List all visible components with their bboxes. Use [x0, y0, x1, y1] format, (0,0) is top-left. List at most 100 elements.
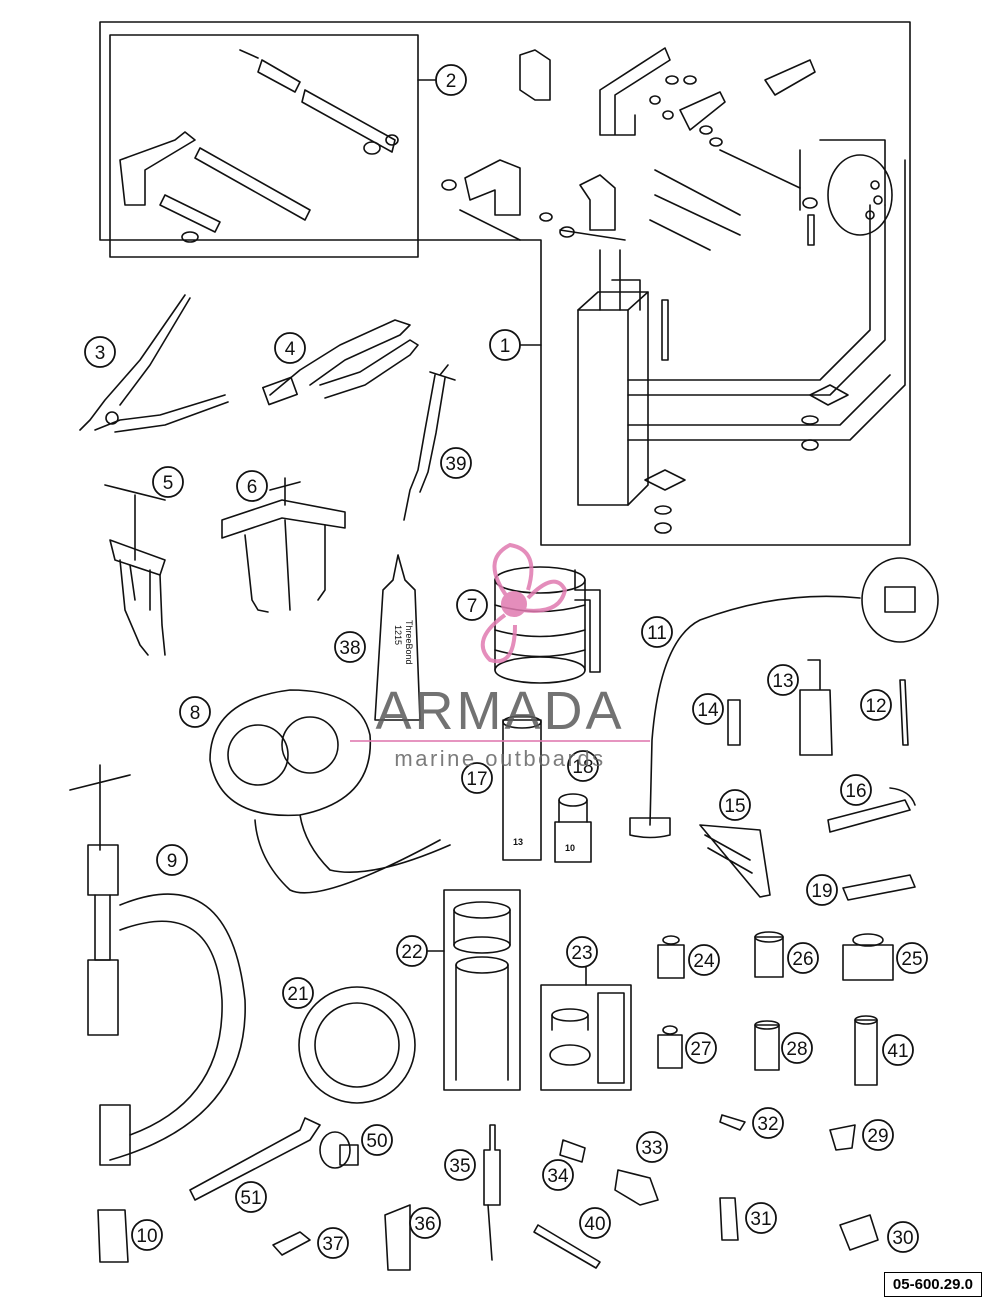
callout-circle [579, 1207, 611, 1239]
callout-circle [435, 64, 467, 96]
callout-label: 5 [163, 473, 174, 494]
callout-circle [282, 977, 314, 1009]
callout-label: 41 [887, 1041, 908, 1062]
callout-circle [752, 1107, 784, 1139]
callout-circle [688, 944, 720, 976]
sockets-drawing [502, 715, 592, 863]
callout-51: 51 [235, 1181, 267, 1213]
callout-circle [131, 1219, 163, 1251]
small-tools-drawing [699, 659, 916, 901]
ring-wrench-21-drawing [298, 986, 416, 1104]
callout-circle [767, 664, 799, 696]
callout-50: 50 [361, 1124, 393, 1156]
callout-35: 35 [444, 1149, 476, 1181]
callout-circle [236, 470, 268, 502]
callout-8: 8 [179, 696, 211, 728]
drifts-drawing [657, 931, 894, 1251]
callout-25: 25 [896, 942, 928, 974]
tube-number-label: 1215 [393, 625, 403, 645]
callout-circle [444, 1149, 476, 1181]
pliers-3-drawing [79, 294, 229, 433]
callout-label: 4 [285, 339, 296, 360]
callout-circle [396, 935, 428, 967]
callout-22: 22 [396, 935, 428, 967]
callout-24: 24 [688, 944, 720, 976]
callout-circle [156, 844, 188, 876]
callout-37: 37 [317, 1227, 349, 1259]
callout-41: 41 [882, 1034, 914, 1066]
kit-2-frame [109, 34, 419, 258]
callout-label: 26 [792, 949, 813, 970]
callout-label: 15 [724, 796, 745, 817]
kit-22-frame [443, 889, 521, 1091]
callout-circle [334, 631, 366, 663]
callout-circle [461, 762, 493, 794]
callout-label: 17 [466, 769, 487, 790]
callout-28: 28 [781, 1032, 813, 1064]
callout-7: 7 [456, 589, 488, 621]
watermark-underline [350, 740, 650, 742]
callout-label: 22 [401, 942, 422, 963]
callout-label: 36 [414, 1214, 435, 1235]
callout-label: 27 [690, 1039, 711, 1060]
callout-circle [84, 336, 116, 368]
callout-circle [274, 332, 306, 364]
callout-circle [787, 942, 819, 974]
callout-label: 51 [240, 1188, 261, 1209]
callout-21: 21 [282, 977, 314, 1009]
callout-circle [862, 1119, 894, 1151]
callout-1: 1 [489, 329, 521, 361]
callout-label: 33 [641, 1138, 662, 1159]
socket-13-label: 13 [513, 837, 523, 847]
callout-label: 21 [287, 984, 308, 1005]
callout-4: 4 [274, 332, 306, 364]
callout-circle [361, 1124, 393, 1156]
callout-circle [440, 447, 472, 479]
callout-label: 23 [571, 943, 592, 964]
callout-circle [692, 693, 724, 725]
figure-code: 05-600.29.0 [883, 1272, 982, 1297]
callout-36: 36 [409, 1207, 441, 1239]
engine-stand-drawing [441, 47, 906, 534]
callout-circle [542, 1159, 574, 1191]
callout-circle [489, 329, 521, 361]
callout-19: 19 [806, 874, 838, 906]
tube-38-drawing [374, 554, 421, 721]
callout-label: 7 [467, 596, 478, 617]
callout-label: 19 [811, 881, 832, 902]
callout-circle [636, 1131, 668, 1163]
puller-5-drawing [104, 484, 166, 656]
callout-label: 2 [446, 71, 457, 92]
callout-circle [719, 789, 751, 821]
puller-6-drawing [221, 477, 346, 613]
kit-23-frame [540, 984, 632, 1091]
callout-15: 15 [719, 789, 751, 821]
callout-17: 17 [461, 762, 493, 794]
callout-33: 33 [636, 1131, 668, 1163]
propeller-logo-icon [480, 542, 568, 664]
callout-12: 12 [860, 689, 892, 721]
callout-label: 9 [167, 851, 178, 872]
callout-circle [745, 1202, 777, 1234]
vacuum-gauge-8-drawing [209, 689, 451, 894]
callout-label: 50 [366, 1131, 387, 1152]
callout-27: 27 [685, 1032, 717, 1064]
kit-22-23-drawing [453, 901, 625, 1084]
callout-circle [882, 1034, 914, 1066]
callout-31: 31 [745, 1202, 777, 1234]
callout-circle [179, 696, 211, 728]
bottom-tools-drawing [97, 1117, 659, 1271]
callout-circle [409, 1207, 441, 1239]
callout-39: 39 [440, 447, 472, 479]
callout-label: 12 [865, 696, 886, 717]
callout-label: 10 [136, 1226, 157, 1247]
callout-30: 30 [887, 1221, 919, 1253]
callout-circle [456, 589, 488, 621]
callout-18: 18 [567, 750, 599, 782]
callout-label: 31 [750, 1209, 771, 1230]
watermark-brand: ARMADA [375, 681, 625, 741]
callout-label: 38 [339, 638, 360, 659]
callout-5: 5 [152, 466, 184, 498]
